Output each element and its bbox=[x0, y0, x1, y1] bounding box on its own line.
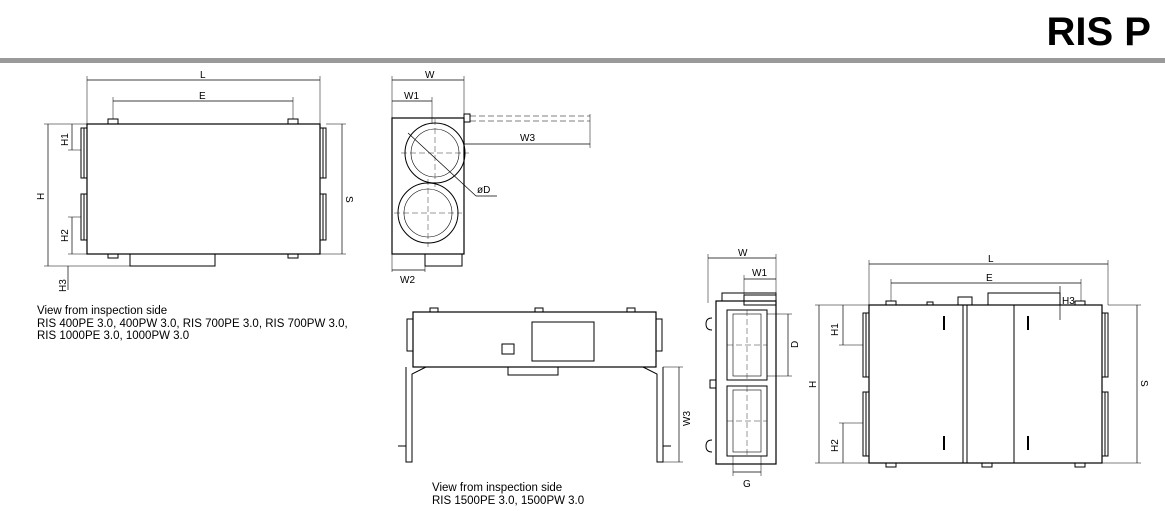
dim-W1-large: W1 bbox=[752, 268, 767, 279]
dim-E-small: E bbox=[199, 91, 206, 102]
large-unit-top-view bbox=[815, 260, 1141, 468]
dim-L-small: L bbox=[200, 70, 206, 81]
caption-large-units: View from inspection side RIS 1500PE 3.0… bbox=[432, 482, 584, 507]
dim-E-large: E bbox=[986, 273, 993, 284]
dim-H2-large: H2 bbox=[830, 439, 841, 452]
dim-oD-small: øD bbox=[477, 185, 490, 196]
dim-H2-small: H2 bbox=[60, 229, 71, 242]
dim-W-large: W bbox=[738, 248, 748, 259]
dim-H1-large: H1 bbox=[830, 323, 841, 336]
dim-H3-large: H3 bbox=[1062, 296, 1075, 307]
header-rule bbox=[0, 58, 1165, 63]
caption-small-line1: View from inspection side bbox=[37, 305, 168, 317]
dim-H-large: H bbox=[808, 381, 819, 388]
dim-H-small: H bbox=[36, 193, 47, 200]
caption-small-units: View from inspection side RIS 400PE 3.0,… bbox=[37, 305, 348, 343]
caption-small-line3: RIS 1000PE 3.0, 1000PW 3.0 bbox=[37, 330, 190, 342]
dim-W3-large: W3 bbox=[682, 411, 693, 426]
dim-W3-small: W3 bbox=[520, 133, 535, 144]
dim-L-large: L bbox=[988, 254, 994, 265]
caption-large-line1: View from inspection side bbox=[432, 482, 563, 494]
dim-H1-small: H1 bbox=[60, 133, 71, 146]
page-title: RIS P bbox=[1046, 10, 1151, 54]
dim-S-small: S bbox=[343, 196, 354, 203]
dim-W-small: W bbox=[425, 70, 435, 81]
dim-D-large: D bbox=[790, 341, 801, 348]
small-unit-front-view bbox=[44, 76, 346, 290]
dim-W1-small: W1 bbox=[404, 91, 419, 102]
dim-S-large: S bbox=[1138, 380, 1149, 387]
dim-H3-small: H3 bbox=[58, 279, 69, 292]
caption-large-line2: RIS 1500PE 3.0, 1500PW 3.0 bbox=[432, 494, 585, 507]
large-unit-side-view bbox=[705, 254, 792, 476]
dim-G-large: G bbox=[743, 479, 751, 490]
small-unit-side-view bbox=[391, 76, 591, 272]
large-unit-front-view bbox=[398, 307, 683, 463]
caption-small-line2: RIS 400PE 3.0, 400PW 3.0, RIS 700PE 3.0,… bbox=[37, 317, 348, 330]
dim-W2-small: W2 bbox=[400, 275, 415, 286]
